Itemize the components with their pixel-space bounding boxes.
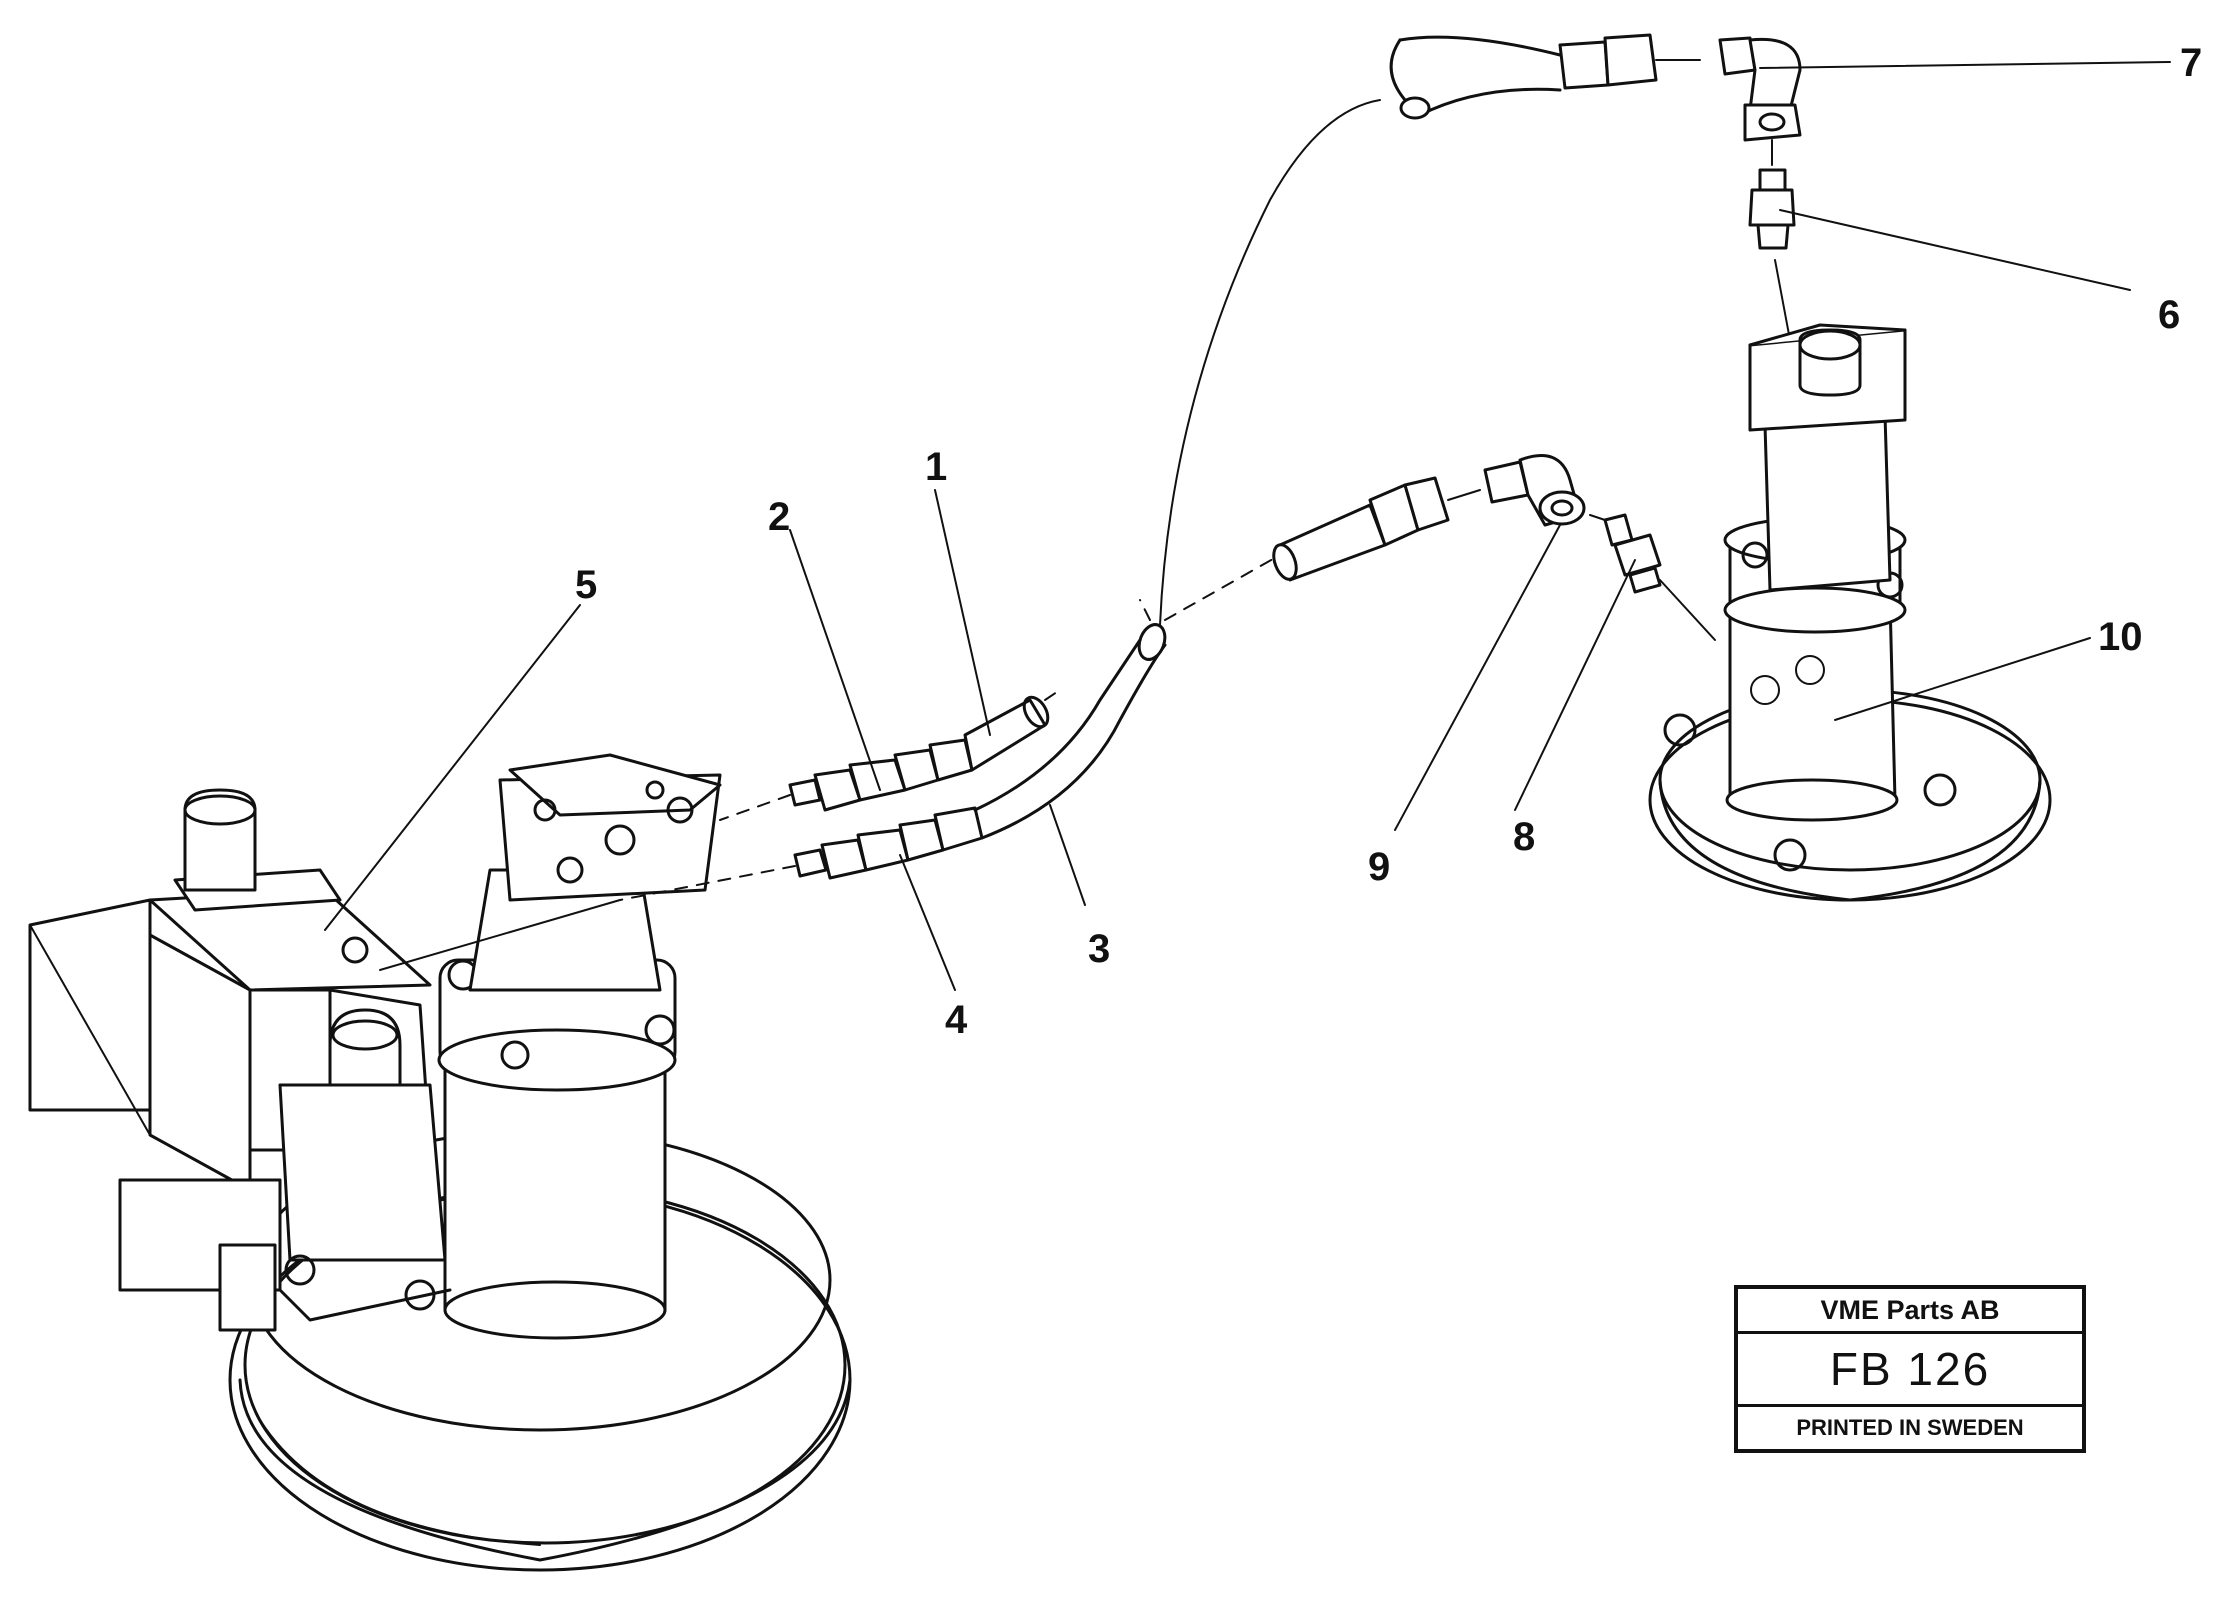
right-assembly [1648, 323, 2052, 902]
middle-hose [1164, 454, 1716, 641]
callout-3: 3 [1088, 927, 1110, 971]
upper-hose [1139, 33, 1802, 626]
left-assembly [28, 753, 852, 1572]
callout-6: 6 [2158, 293, 2180, 337]
stamp-code: FB 126 [1738, 1334, 2082, 1407]
leader-lines [324, 61, 2171, 991]
callout-5: 5 [575, 563, 597, 607]
stamp-printed: PRINTED IN SWEDEN [1796, 1415, 2024, 1440]
left-fittings [379, 623, 1167, 971]
callout-8: 8 [1513, 815, 1535, 859]
callout-2: 2 [768, 495, 790, 539]
callout-labels: 1 2 3 4 5 6 7 8 9 10 [575, 41, 2202, 1042]
callout-10: 10 [2098, 615, 2143, 659]
callout-9: 9 [1368, 845, 1390, 889]
callout-4: 4 [945, 998, 968, 1042]
callout-1: 1 [925, 445, 947, 489]
callout-7: 7 [2180, 41, 2202, 85]
stamp-company: VME Parts AB [1738, 1289, 2082, 1334]
publisher-stamp: VME Parts AB FB 126 PRINTED IN SWEDEN [1734, 1285, 2086, 1453]
